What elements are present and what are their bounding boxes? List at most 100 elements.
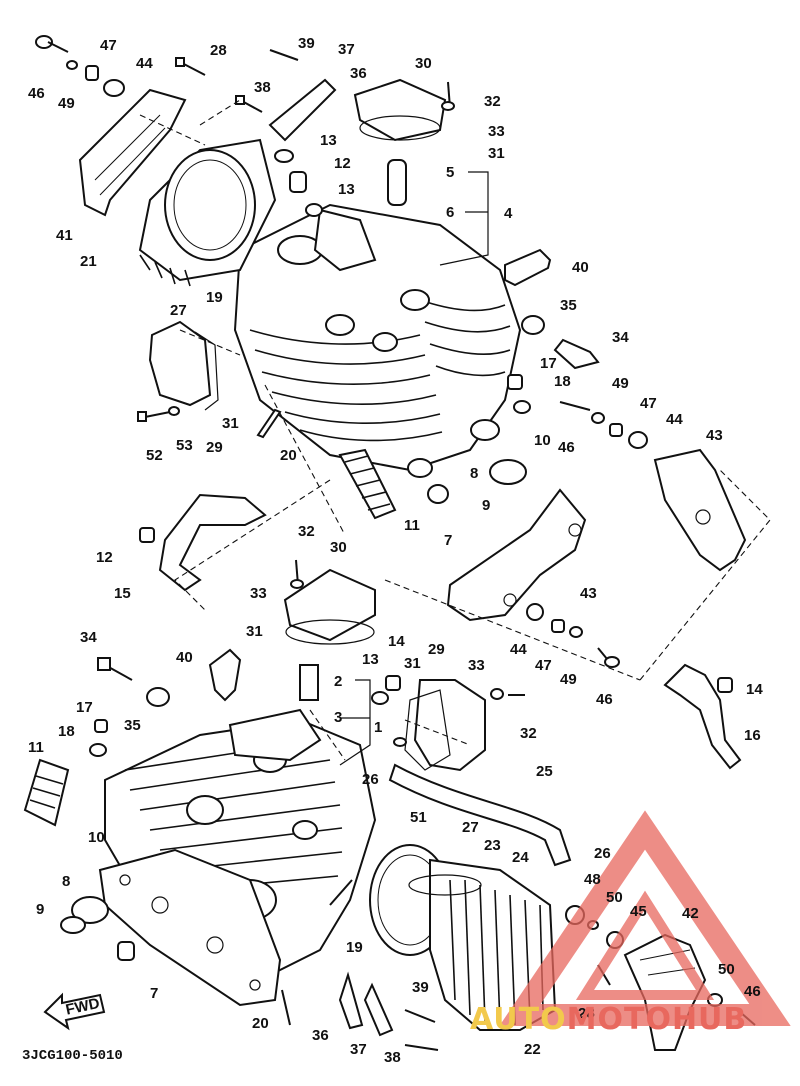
callout-34: 34 [80, 629, 97, 646]
callout-13: 13 [338, 181, 355, 198]
callout-labels: 46 47 44 49 28 39 37 36 38 30 32 33 31 1… [28, 35, 763, 1066]
callout-20: 20 [280, 447, 297, 464]
engine-mount-bracket [446, 488, 587, 622]
rear-cylinder-head [233, 203, 522, 478]
callout-47: 47 [640, 395, 657, 412]
small-hardware [35, 35, 756, 1051]
callout-9: 9 [36, 901, 44, 918]
callout-32: 32 [298, 523, 315, 540]
callout-37: 37 [338, 41, 355, 58]
callout-31: 31 [488, 145, 505, 162]
spark-plug-rear [504, 248, 552, 287]
callout-40: 40 [572, 259, 589, 276]
callout-26: 26 [362, 771, 379, 788]
callout-37: 37 [350, 1041, 367, 1058]
catalog-code: 3JCG100-5010 [22, 1048, 123, 1064]
fwd-label: FWD [64, 995, 101, 1019]
callout-28: 28 [210, 42, 227, 59]
callout-39: 39 [298, 35, 315, 52]
callout-22: 22 [524, 1041, 541, 1058]
watermark-part2: MOTO [566, 1002, 672, 1037]
callout-31: 31 [404, 655, 421, 672]
callout-4: 4 [504, 205, 513, 222]
callout-44: 44 [510, 641, 527, 658]
watermark-part3: HUB [671, 1002, 748, 1037]
callout-16: 16 [744, 727, 761, 744]
callout-38: 38 [384, 1049, 401, 1066]
callout-14: 14 [746, 681, 763, 698]
callout-19: 19 [346, 939, 363, 956]
rear-bracket-right [653, 448, 747, 572]
callout-18: 18 [58, 723, 75, 740]
callout-18: 18 [554, 373, 571, 390]
front-side-cover [413, 679, 486, 772]
bracket-16 [663, 663, 742, 770]
callout-51: 51 [410, 809, 427, 826]
callout-44: 44 [136, 55, 153, 72]
callout-30: 30 [415, 55, 432, 72]
callout-8: 8 [470, 465, 478, 482]
callout-2: 2 [334, 673, 342, 690]
callout-27: 27 [170, 302, 187, 319]
front-head-gasket [98, 848, 282, 1007]
watermark-text: AUTOMOTOHUB [470, 1002, 747, 1037]
callout-27: 27 [462, 819, 479, 836]
callout-39: 39 [412, 979, 429, 996]
callout-49: 49 [612, 375, 629, 392]
bracket-15 [158, 493, 267, 592]
spark-plug-front [208, 648, 242, 702]
callout-19: 19 [206, 289, 223, 306]
callout-44: 44 [666, 411, 683, 428]
callout-5: 5 [446, 164, 454, 181]
callout-11: 11 [28, 739, 44, 756]
callout-47: 47 [100, 37, 117, 54]
callout-41: 41 [56, 227, 73, 244]
callout-29: 29 [428, 641, 445, 658]
callout-10: 10 [534, 432, 551, 449]
callout-12: 12 [334, 155, 351, 172]
rear-heat-shield [78, 88, 187, 217]
callout-49: 49 [560, 671, 577, 688]
callout-46: 46 [596, 691, 613, 708]
callout-47: 47 [535, 657, 552, 674]
fwd-arrow: FWD [43, 992, 106, 1031]
callout-36: 36 [350, 65, 367, 82]
callout-7: 7 [150, 985, 158, 1002]
callout-48: 48 [584, 871, 601, 888]
callout-26: 26 [594, 845, 611, 862]
callout-28: 28 [578, 1005, 595, 1022]
callout-31: 31 [222, 415, 239, 432]
callout-1: 1 [374, 719, 382, 736]
callout-40: 40 [176, 649, 193, 666]
callout-43: 43 [706, 427, 723, 444]
callout-17: 17 [540, 355, 557, 372]
callout-42: 42 [682, 905, 699, 922]
callout-13: 13 [362, 651, 379, 668]
callout-50: 50 [606, 889, 623, 906]
callout-35: 35 [124, 717, 141, 734]
callout-30: 30 [330, 539, 347, 556]
callout-35: 35 [560, 297, 577, 314]
callout-6: 6 [446, 204, 454, 221]
breather-hose [388, 763, 572, 867]
rear-side-cover [148, 320, 212, 407]
callout-43: 43 [580, 585, 597, 602]
watermark-logo [499, 810, 791, 1026]
callout-38: 38 [254, 79, 271, 96]
callout-46: 46 [28, 85, 45, 102]
callout-15: 15 [114, 585, 131, 602]
callout-25: 25 [536, 763, 553, 780]
callout-17: 17 [76, 699, 93, 716]
callout-11: 11 [404, 517, 420, 534]
callout-46: 46 [558, 439, 575, 456]
callout-12: 12 [96, 549, 113, 566]
rear-intake-flange [138, 138, 277, 287]
front-tappet-cover [283, 568, 376, 642]
callout-45: 45 [630, 903, 647, 920]
callout-34: 34 [612, 329, 629, 346]
callout-33: 33 [468, 657, 485, 674]
callout-21: 21 [80, 253, 97, 270]
callout-3: 3 [334, 709, 342, 726]
callout-32: 32 [520, 725, 537, 742]
